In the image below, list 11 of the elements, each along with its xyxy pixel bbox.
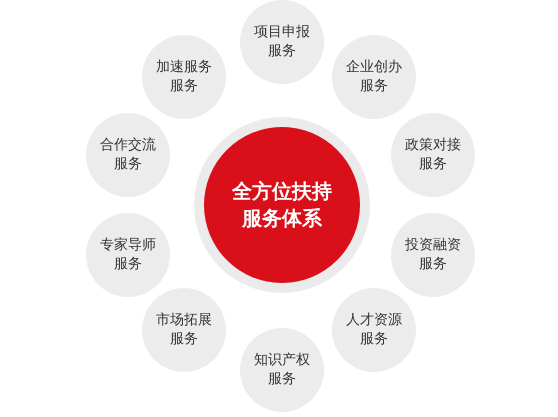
service-label: 知识产权服务 [253, 351, 311, 389]
service-label: 市场拓展服务 [155, 311, 213, 349]
service-label: 项目申报服务 [253, 23, 311, 61]
service-label: 合作交流服务 [99, 136, 157, 174]
service-label: 加速服务服务 [155, 58, 213, 96]
center-title: 全方位扶持服务体系 [230, 178, 333, 232]
service-label: 人才资源服务 [345, 311, 403, 349]
service-label: 投资融资服务 [404, 236, 462, 274]
service-label: 企业创办服务 [345, 58, 403, 96]
service-label: 政策对接服务 [404, 136, 462, 174]
service-label: 专家导师服务 [99, 236, 157, 274]
